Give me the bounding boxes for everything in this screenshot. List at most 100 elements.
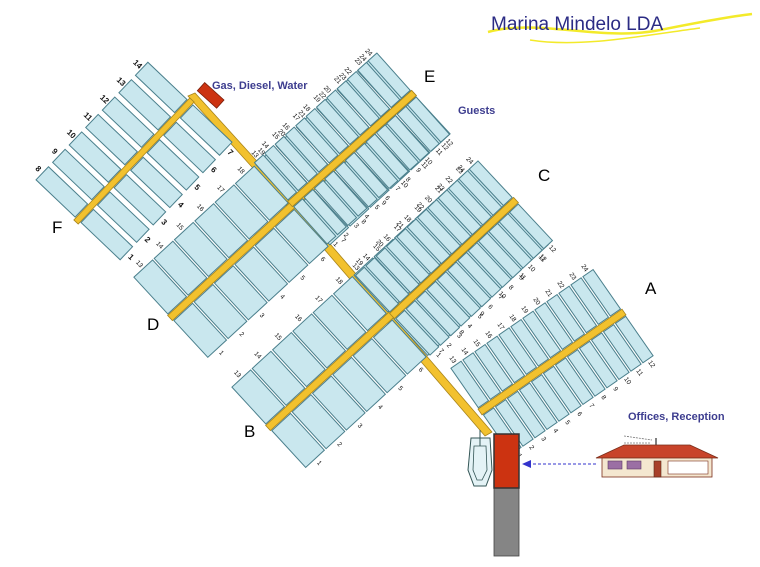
berth-a-21[interactable]	[546, 293, 586, 342]
berth-a-8[interactable]	[566, 348, 606, 397]
berth-c-7[interactable]	[457, 251, 502, 298]
berth-c-2[interactable]	[405, 299, 450, 347]
pier-e-walkway[interactable]	[287, 89, 417, 208]
berth-d-4[interactable]	[234, 246, 289, 302]
berth-a-15[interactable]	[474, 343, 514, 392]
berth-c-10[interactable]	[488, 222, 533, 269]
jetty-office-dock[interactable]	[493, 433, 520, 489]
berth-c-5[interactable]	[436, 270, 481, 318]
berth-e-4[interactable]	[324, 170, 368, 217]
berth-a-5[interactable]	[530, 373, 570, 422]
berth-e-11[interactable]	[396, 105, 440, 153]
berth-a-6[interactable]	[542, 365, 582, 414]
berth-e-6[interactable]	[344, 151, 389, 199]
berth-f-6[interactable]	[163, 121, 217, 174]
berth-a-19[interactable]	[522, 310, 562, 359]
berth-c-13[interactable]	[354, 266, 400, 313]
berth-e-19[interactable]	[315, 98, 360, 146]
berth-e-20[interactable]	[326, 89, 370, 136]
berth-c-1[interactable]	[395, 309, 440, 356]
berth-a-16[interactable]	[486, 335, 526, 384]
berth-a-10[interactable]	[590, 332, 630, 381]
berth-f-12[interactable]	[101, 96, 155, 149]
berth-e-9[interactable]	[375, 124, 420, 171]
berth-c-3[interactable]	[415, 290, 461, 337]
berth-b-15[interactable]	[271, 331, 326, 388]
berth-c-6[interactable]	[446, 261, 492, 308]
berth-e-21[interactable]	[336, 80, 380, 127]
berth-d-1[interactable]	[173, 302, 228, 359]
berth-e-24[interactable]	[367, 52, 411, 99]
berth-a-20[interactable]	[534, 302, 574, 351]
berth-c-11[interactable]	[498, 212, 543, 260]
berth-b-14[interactable]	[251, 350, 306, 407]
berth-a-2[interactable]	[494, 398, 534, 447]
office-building-icon[interactable]	[595, 435, 719, 478]
berth-c-18[interactable]	[406, 218, 451, 265]
berth-f-11[interactable]	[85, 113, 138, 166]
berth-b-3[interactable]	[311, 375, 366, 431]
berth-d-18[interactable]	[234, 165, 289, 221]
berth-e-22[interactable]	[346, 70, 391, 118]
berth-e-16[interactable]	[284, 126, 329, 173]
pier-f-walkway[interactable]	[73, 97, 195, 225]
berth-c-20[interactable]	[427, 198, 472, 246]
berth-c-23[interactable]	[458, 169, 503, 217]
berth-f-3[interactable]	[113, 173, 167, 226]
berth-d-3[interactable]	[213, 265, 268, 321]
berth-e-23[interactable]	[357, 61, 401, 109]
berth-c-4[interactable]	[426, 280, 471, 327]
berth-e-10[interactable]	[386, 114, 430, 162]
berth-f-9[interactable]	[51, 148, 105, 201]
berth-b-4[interactable]	[332, 356, 387, 413]
berth-c-19[interactable]	[416, 208, 462, 255]
berth-a-24[interactable]	[582, 268, 622, 317]
berth-a-18[interactable]	[510, 318, 550, 367]
berth-f-10[interactable]	[68, 131, 122, 183]
berth-e-8[interactable]	[365, 133, 409, 180]
berth-a-22[interactable]	[558, 285, 598, 334]
berth-e-17[interactable]	[295, 117, 339, 164]
berth-d-17[interactable]	[214, 184, 269, 240]
berth-d-16[interactable]	[194, 202, 249, 259]
berth-b-17[interactable]	[312, 294, 367, 351]
pier-a-walkway[interactable]	[477, 308, 627, 416]
berth-b-6[interactable]	[372, 319, 427, 375]
berth-a-4[interactable]	[518, 382, 558, 431]
berth-e-7[interactable]	[355, 142, 399, 190]
berth-c-14[interactable]	[365, 256, 410, 304]
berth-a-14[interactable]	[462, 352, 502, 401]
berth-c-22[interactable]	[447, 179, 493, 226]
berth-e-13[interactable]	[253, 154, 298, 201]
berth-b-16[interactable]	[292, 313, 347, 369]
berth-a-9[interactable]	[578, 340, 618, 389]
berth-b-5[interactable]	[352, 337, 407, 394]
berth-d-15[interactable]	[173, 221, 228, 278]
berth-a-3[interactable]	[506, 390, 546, 439]
berth-e-12[interactable]	[406, 96, 451, 143]
berth-c-9[interactable]	[477, 232, 523, 279]
berth-a-13[interactable]	[450, 360, 490, 409]
berth-a-23[interactable]	[570, 277, 610, 326]
berth-d-14[interactable]	[153, 240, 208, 296]
fuel-station[interactable]	[196, 82, 225, 109]
berth-b-1[interactable]	[271, 412, 326, 469]
berth-e-1[interactable]	[293, 198, 337, 245]
berth-a-12[interactable]	[614, 315, 654, 364]
berth-c-17[interactable]	[396, 227, 441, 275]
berth-e-3[interactable]	[313, 179, 358, 227]
berth-b-18[interactable]	[332, 275, 387, 332]
berth-f-13[interactable]	[118, 78, 172, 131]
berth-a-11[interactable]	[602, 323, 642, 372]
berth-e-2[interactable]	[303, 188, 347, 236]
berth-f-8[interactable]	[35, 166, 89, 218]
berth-c-24[interactable]	[468, 160, 513, 207]
berth-d-5[interactable]	[254, 227, 309, 284]
berth-a-17[interactable]	[498, 327, 538, 376]
berth-c-21[interactable]	[437, 189, 482, 236]
berth-d-2[interactable]	[193, 283, 248, 340]
berth-f-2[interactable]	[96, 191, 150, 244]
berth-c-8[interactable]	[467, 241, 512, 289]
berth-a-7[interactable]	[554, 357, 594, 406]
berth-d-13[interactable]	[133, 259, 188, 315]
